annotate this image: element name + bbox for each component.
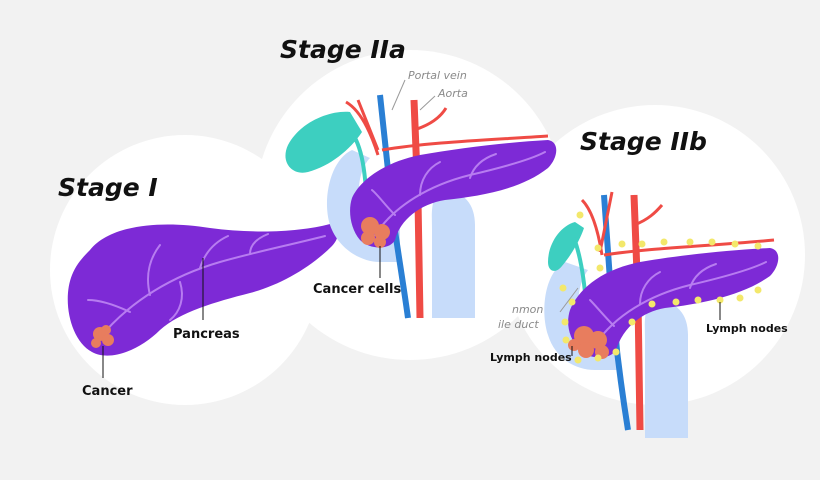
common-bile-duct-label-line2: ile duct: [498, 318, 539, 331]
stage-1-title: Stage I: [58, 173, 158, 202]
stage-2a-group: Stage IIa Portal vein Aorta Cancer cells: [280, 35, 557, 319]
stage-2a-duodenum-lower: [431, 190, 475, 318]
stage-2a-tumor: [361, 217, 390, 248]
portal-vein-leader-line: [391, 79, 406, 111]
stage-2a-title: Stage IIa: [280, 35, 406, 64]
pancreas-label: Pancreas: [173, 327, 240, 342]
stage-2a-arteries: [345, 99, 549, 156]
stage-2a-pancreatic-ducts: [371, 151, 546, 236]
stage-2b-gallbladder: [548, 222, 584, 271]
stage-2b-group: Stage IIb nmon ile duct Lymph nodes Lymp…: [490, 127, 788, 438]
aorta-label: Aorta: [437, 87, 468, 100]
stage-2b-duodenum-lower: [644, 300, 688, 438]
cancer-label: Cancer: [82, 384, 133, 399]
stage-2b-lymph-nodes: [559, 211, 762, 364]
cancer-cells-label: Cancer cells: [313, 282, 401, 297]
stage-2b-title: Stage IIb: [580, 127, 707, 156]
aorta-leader-line: [419, 95, 436, 111]
stage-2b-arteries: [580, 191, 775, 257]
portal-vein-label: Portal vein: [408, 69, 467, 82]
lymph-nodes-right-label: Lymph nodes: [706, 322, 788, 335]
stage-2a-gallbladder: [285, 111, 362, 173]
bile-duct-leader-line: [559, 287, 579, 313]
stage-1-pancreatic-ducts: [87, 233, 326, 341]
stage-2b-tumor: [568, 326, 609, 359]
lymph-nodes-left-label: Lymph nodes: [490, 351, 572, 364]
stage-2b-pancreatic-ducts: [589, 261, 767, 346]
stage-1-group: Stage I Pancreas Cancer: [58, 173, 339, 399]
stage-1-tumor: [91, 325, 114, 348]
common-bile-duct-label-line1: nmon: [512, 303, 543, 316]
